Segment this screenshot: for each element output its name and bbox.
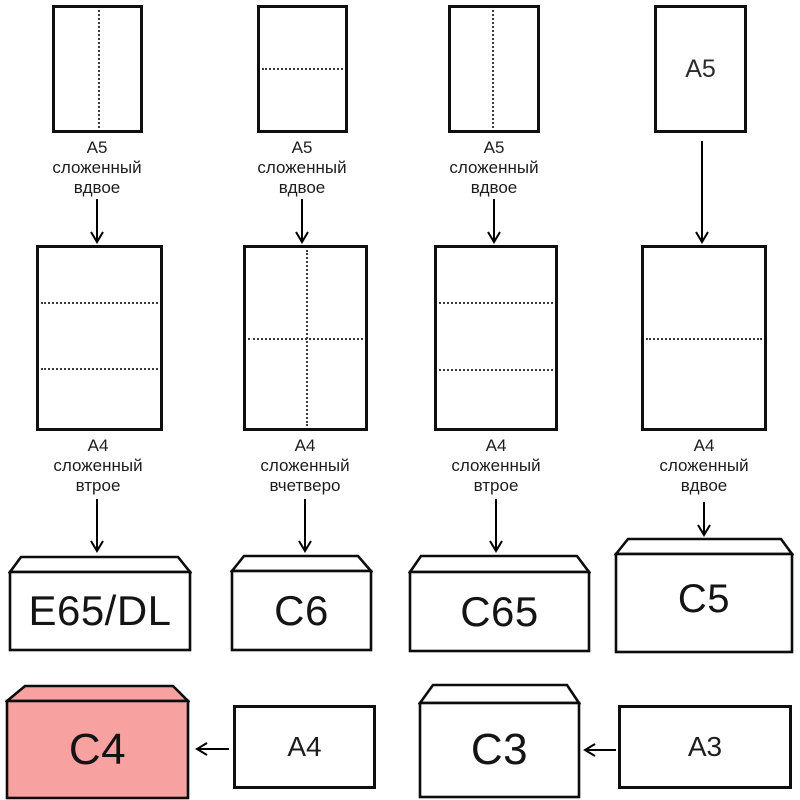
a4-caption-col1: A4 сложенный втрое [53,436,142,496]
envelope-c6: C6 [230,553,373,652]
envelope-c3: C3 [418,682,581,799]
a4-sheet-col2 [243,245,368,431]
fold-line-vertical [305,250,308,426]
sheet-label: A3 [687,731,723,762]
fold-line-vertical [492,10,495,128]
envelope-c4: C4 [5,684,190,800]
envelope-label: C5 [677,576,731,621]
a4-caption-col2: A4 сложенный вчетверо [260,436,349,496]
envelope-outline [8,555,192,652]
caption-line: вчетверо [269,476,341,495]
caption-line: A5 [483,138,505,157]
envelope-e65-dl: E65/DL [8,554,192,652]
a5-sheet-col2 [257,5,348,133]
a4-sheet-bottom: A4 [233,705,376,789]
fold-line-horizontal [41,367,158,370]
caption-line: сложенный [53,456,143,475]
a5-sheet-col4: A5 [654,5,747,133]
fold-line-horizontal [439,368,553,371]
caption-line: сложенный [260,456,350,475]
caption-line: втрое [75,476,121,495]
envelope-outline [408,554,591,653]
caption-line: сложенный [449,158,539,177]
caption-line: A4 [693,436,715,455]
arrow-down-icon [695,141,709,244]
arrow-left-icon [195,742,229,756]
arrow-down-icon [298,499,312,553]
caption-line: вдвое [278,178,326,197]
caption-line: A5 [86,138,108,157]
caption-line: сложенный [451,456,541,475]
arrow-down-icon [90,199,104,244]
envelope-c65: C65 [408,553,591,653]
arrow-left-icon [583,743,616,757]
envelope-label: C4 [68,724,127,774]
envelope-outline [418,683,581,799]
caption-line: сложенный [52,158,142,177]
caption-line: A4 [87,436,109,455]
caption-line: A5 [291,138,313,157]
a4-sheet-col3 [434,245,558,431]
a5-sheet-col1 [52,5,143,133]
arrow-down-icon [489,499,503,553]
arrow-down-icon [90,499,104,553]
envelope-c5: C5 [614,536,794,654]
envelope-label: E65/DL [28,587,172,634]
fold-line-vertical [97,10,100,128]
caption-line: A4 [294,436,316,455]
a4-caption-col3: A4 сложенный втрое [451,436,540,496]
fold-line-horizontal [646,338,762,340]
caption-line: вдвое [680,476,728,495]
envelope-outline [5,684,190,800]
a5-caption-col2: A5 сложенный вдвое [257,138,346,198]
a4-sheet-col1 [36,245,163,431]
sheet-label: A5 [685,54,716,83]
a4-sheet-col4 [641,245,767,431]
arrow-down-icon [697,502,711,537]
a5-caption-col1: A5 сложенный вдвое [52,138,141,198]
caption-line: сложенный [659,456,749,475]
envelope-outline [230,554,373,652]
arrow-down-icon [487,199,501,244]
a4-caption-col4: A4 сложенный вдвое [659,436,748,496]
caption-line: втрое [473,476,519,495]
fold-line-horizontal [41,302,158,304]
a3-sheet-bottom: A3 [618,705,792,789]
caption-line: вдвое [470,178,518,197]
envelope-outline [614,537,794,654]
envelope-label: C3 [470,725,529,774]
fold-line-horizontal [439,302,553,304]
fold-line-horizontal [262,67,343,70]
sheet-label: A4 [287,731,322,762]
caption-line: вдвое [73,178,121,197]
envelope-label: C65 [460,587,539,635]
a5-caption-col3: A5 сложенный вдвое [449,138,538,198]
envelope-label: C6 [274,586,329,634]
caption-line: сложенный [257,158,347,177]
caption-line: A4 [485,436,507,455]
a5-sheet-col3 [448,5,540,133]
arrow-down-icon [295,199,309,244]
